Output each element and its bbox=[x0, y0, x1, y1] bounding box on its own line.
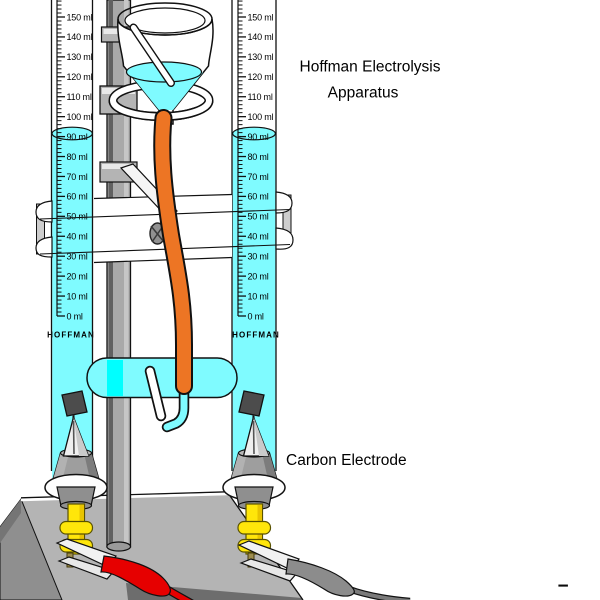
clip-red-jaw-upper bbox=[55, 538, 117, 568]
tick-label-130: 130 ml bbox=[67, 52, 93, 62]
tick-label-40: 40 ml bbox=[67, 232, 88, 242]
electrode-wire-right bbox=[252, 420, 255, 455]
feed-tube bbox=[153, 109, 193, 395]
tick-label-90: 90 ml bbox=[248, 132, 269, 142]
tube-left-brand: HOFFMAN bbox=[47, 331, 95, 340]
funnel-rim-outer bbox=[117, 2, 213, 36]
clamp-body-bottom-edge bbox=[93, 256, 233, 264]
clip-red-handle bbox=[100, 555, 171, 597]
clip-gray-handle bbox=[285, 558, 355, 597]
tick-label-0: 0 ml bbox=[67, 311, 83, 321]
tick-label-60: 60 ml bbox=[67, 192, 88, 202]
tick-label-70: 70 ml bbox=[248, 172, 269, 182]
tick-label-100: 100 ml bbox=[248, 112, 274, 122]
tick-label-20: 20 ml bbox=[248, 271, 269, 281]
tick-label-10: 10 ml bbox=[248, 291, 269, 301]
rod-shade bbox=[108, 0, 113, 546]
stopper-right-dark-facet bbox=[262, 453, 277, 480]
crossbar-body bbox=[86, 357, 238, 399]
tick-label-110: 110 ml bbox=[67, 92, 92, 102]
stopper-right-light-facet bbox=[231, 453, 247, 480]
base-left-bevel bbox=[0, 499, 21, 543]
tick-label-30: 30 ml bbox=[67, 251, 88, 261]
tick-label-80: 80 ml bbox=[248, 152, 269, 162]
tube-left-ruler: 150 ml 140 ml 130 ml 120 ml 110 ml 100 ml 90 m… bbox=[56, 0, 93, 321]
tick-label-150: 150 ml bbox=[67, 12, 93, 22]
rod-highlight bbox=[124, 0, 129, 546]
tick-label-80: 80 ml bbox=[67, 152, 88, 162]
electrode-wire-left bbox=[72, 420, 75, 455]
glass-seal-right-shade bbox=[253, 417, 269, 456]
tick-label-130: 130 ml bbox=[248, 52, 274, 62]
funnel-liquid-cone bbox=[128, 72, 203, 110]
stand-rod bbox=[99, 0, 138, 552]
tick-label-120: 120 ml bbox=[248, 72, 274, 82]
crossbar-bright-band bbox=[107, 360, 123, 396]
clamp-jaw-left-lower bbox=[35, 236, 53, 258]
tube-right-gas-space bbox=[232, 0, 276, 134]
clip-gray-jaw-upper bbox=[237, 540, 300, 571]
clamp-jaw-right-upper bbox=[275, 191, 293, 214]
drain-hook bbox=[144, 365, 190, 433]
tick-label-30: 30 ml bbox=[248, 251, 269, 261]
tube-right-ruler: 150 ml 140 ml 130 ml 120 ml 110 ml 100 ml 90 m… bbox=[237, 0, 274, 321]
tick-label-70: 70 ml bbox=[67, 172, 88, 182]
tube-right-brand: HOFFMAN bbox=[232, 331, 280, 340]
stopper-left-light-facet bbox=[53, 453, 69, 480]
tick-label-40: 40 ml bbox=[248, 232, 269, 242]
tick-label-150: 150 ml bbox=[248, 12, 274, 22]
tick-label-90: 90 ml bbox=[67, 132, 88, 142]
carbon-electrode-label: Carbon Electrode bbox=[286, 452, 407, 469]
tick-label-20: 20 ml bbox=[67, 271, 88, 281]
diagram-title-line2: Apparatus bbox=[328, 85, 399, 102]
rod-bottom-cap bbox=[106, 541, 132, 552]
electrode-assembly-right bbox=[222, 390, 286, 568]
feed-tube-rubber bbox=[155, 111, 191, 393]
glass-vent bbox=[146, 367, 165, 420]
funnel-rim-inner bbox=[124, 7, 206, 34]
diagram-title-line1: Hoffman Electrolysis bbox=[300, 59, 441, 76]
tick-label-50: 50 ml bbox=[67, 212, 88, 222]
glass-seal-left-shade bbox=[73, 417, 89, 456]
clamp-jaw-left-upper bbox=[35, 200, 53, 223]
alligator-clip-gray bbox=[237, 540, 411, 600]
tick-label-50: 50 ml bbox=[248, 212, 269, 222]
negative-terminal-sign: − bbox=[557, 576, 568, 597]
alligator-clip-red bbox=[55, 538, 194, 600]
tick-label-0: 0 ml bbox=[248, 311, 264, 321]
tick-label-120: 120 ml bbox=[67, 72, 93, 82]
stir-rod bbox=[130, 24, 174, 86]
tick-label-60: 60 ml bbox=[248, 192, 269, 202]
clamp-jaw-right-lower bbox=[275, 227, 294, 250]
carbon-electrode-left bbox=[61, 390, 88, 417]
tick-label-100: 100 ml bbox=[67, 112, 93, 122]
tick-label-10: 10 ml bbox=[67, 291, 88, 301]
carbon-electrode-right bbox=[238, 390, 265, 417]
crossbar-tube bbox=[86, 357, 238, 399]
tick-label-140: 140 ml bbox=[67, 32, 93, 42]
tick-label-140: 140 ml bbox=[248, 32, 274, 42]
tick-label-110: 110 ml bbox=[248, 92, 273, 102]
stopper-left-dark-facet bbox=[84, 453, 99, 480]
tube-left-gas-space bbox=[52, 0, 93, 134]
j-hook bbox=[163, 385, 188, 431]
